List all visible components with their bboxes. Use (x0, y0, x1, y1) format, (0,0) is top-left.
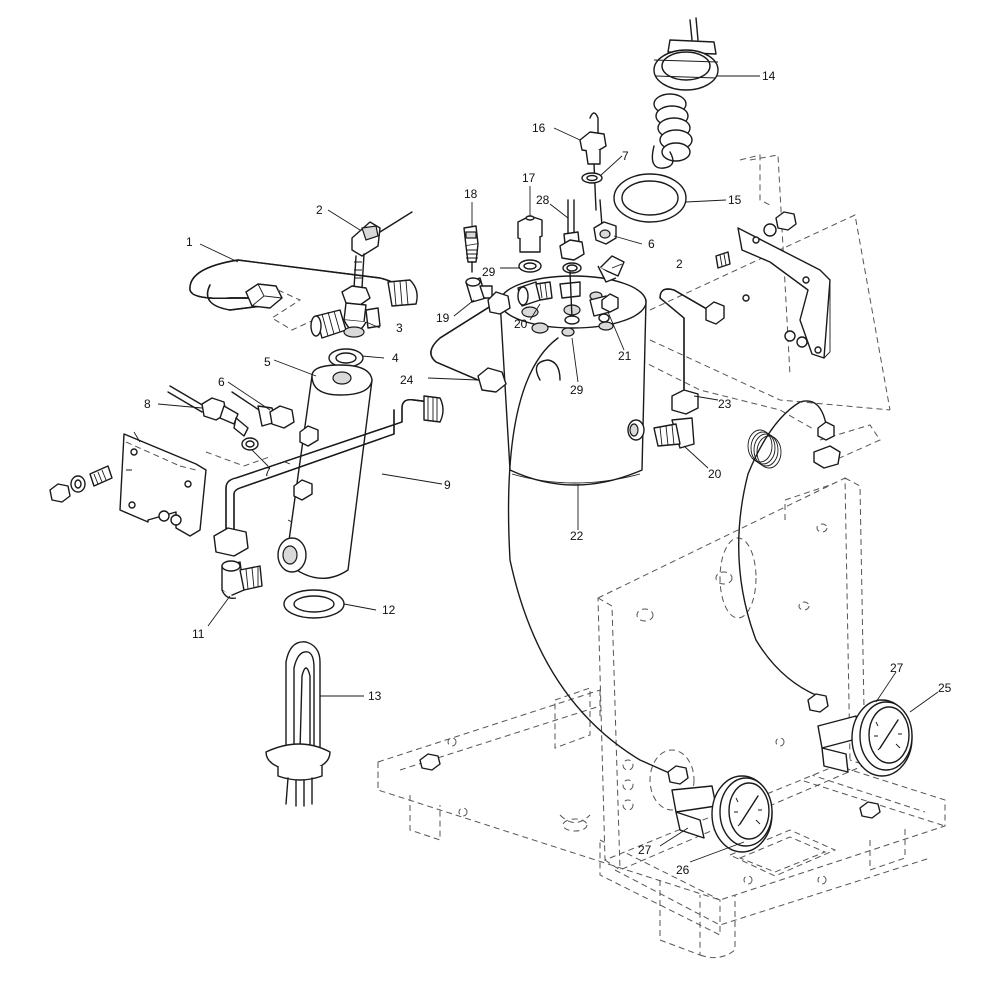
part-16-pressure-switch-fitting (579, 112, 607, 211)
callout-12: 12 (382, 603, 396, 617)
part-20-elbow-right (653, 417, 695, 449)
callout-25: 25 (938, 681, 952, 695)
callout-20: 20 (708, 467, 722, 481)
callout-21: 21 (618, 349, 632, 363)
part-12-gasket (283, 589, 345, 619)
callout-27: 27 (890, 661, 904, 675)
callout-19: 19 (436, 311, 450, 325)
right-bracket (715, 211, 831, 359)
callout-18: 18 (464, 187, 478, 201)
part-19-fitting (465, 277, 493, 303)
part-1-steam-pipe (189, 259, 418, 331)
callout-15: 15 (728, 193, 742, 207)
part-5-heat-exchanger (277, 364, 373, 579)
callout-6: 6 (648, 237, 655, 251)
part-13-heating-element (265, 641, 331, 807)
callout-5: 5 (264, 355, 271, 369)
part-4-washer (328, 348, 364, 368)
part-23-pipe (659, 288, 725, 415)
callout-29: 29 (482, 265, 496, 279)
callout-4: 4 (392, 351, 399, 365)
left-bracket (49, 431, 207, 537)
part-6-left-fitting (231, 391, 295, 429)
callout-2: 2 (316, 203, 323, 217)
part-2-elbow-left (351, 211, 413, 289)
callout-2: 2 (676, 257, 683, 271)
callout-22: 22 (570, 529, 584, 543)
part-14-element (651, 17, 719, 169)
part-24-pipe (430, 291, 511, 393)
callout-24: 24 (400, 373, 414, 387)
machine-frame (377, 154, 946, 959)
part-21-fitting (589, 293, 619, 317)
callout-16: 16 (532, 121, 546, 135)
part-15-gasket (613, 173, 687, 223)
part-3-tee-fitting (310, 285, 381, 339)
part-29-washer (518, 259, 542, 273)
part-7-right-washer (581, 172, 603, 184)
callout-29: 29 (570, 383, 584, 397)
part-22-boiler (499, 275, 647, 486)
callout-labels: 1 2 2 3 4 5 6 6 7 7 8 9 11 12 13 14 15 1… (144, 69, 952, 877)
capillary-tubes (507, 337, 841, 785)
callout-3: 3 (396, 321, 403, 335)
base-nut (419, 753, 441, 771)
callout-26: 26 (676, 863, 690, 877)
callout-11: 11 (192, 627, 205, 641)
callout-14: 14 (762, 69, 776, 83)
leader-lines (157, 75, 939, 863)
callout-6: 6 (218, 375, 225, 389)
part-18-vacuum-valve (463, 225, 479, 273)
part-9-pipe (213, 395, 444, 557)
base-nut (859, 801, 881, 819)
callout-13: 13 (368, 689, 382, 703)
callout-7: 7 (622, 149, 629, 163)
capillary-coil (747, 429, 782, 469)
part-20-fitting (517, 281, 553, 307)
callout-17: 17 (522, 171, 536, 185)
part-25-pressure-gauge (817, 699, 913, 777)
callout-28: 28 (536, 193, 550, 207)
part-26-pressure-gauge (671, 775, 773, 853)
callout-27: 27 (638, 843, 652, 857)
callout-7: 7 (264, 465, 271, 479)
part-6-right-fitting (593, 199, 617, 245)
part-28-level-probe (559, 199, 585, 325)
callout-8: 8 (144, 397, 151, 411)
callout-1: 1 (186, 235, 193, 249)
part-2-elbow-right (597, 255, 625, 283)
part-7-left-washer (205, 437, 273, 467)
part-11-elbow (221, 560, 263, 600)
part-17-fitting (517, 215, 543, 253)
callout-9: 9 (444, 478, 451, 492)
callout-23: 23 (718, 397, 732, 411)
part-8-probe (167, 385, 249, 437)
callout-20: 20 (514, 317, 528, 331)
